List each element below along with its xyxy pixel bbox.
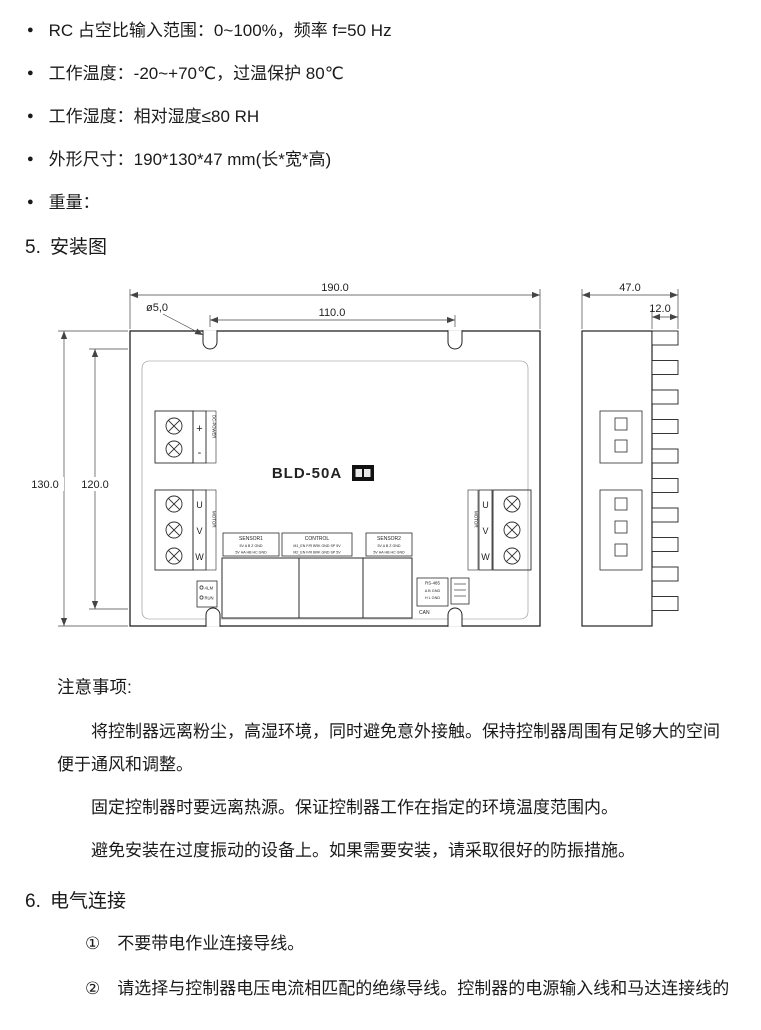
heatsink-fins [651,330,679,611]
rs485-title: RS-485 [425,581,440,586]
alm-label: ALM [205,586,214,591]
electrical-item-1: ① 不要带电作业连接导线。 [85,933,761,954]
section-6-heading: 6. 电气连接 [25,889,761,915]
control-row2: M2_EN F/R BRK GND SP 5V [293,551,341,555]
section-title: 电气连接 [50,891,127,912]
motor-strip-label: MOTOR [212,511,217,528]
spec-list: ● RC 占空比输入范围：0~100%，频率 f=50 Hz ● 工作温度：-2… [0,20,761,213]
dim-label-mask [26,477,64,491]
power-minus-label: - [198,447,202,459]
alm-led [199,585,204,590]
control-title: CONTROL [305,536,330,542]
control-row1: M1_EN F/R BRK GND SP 5V [293,544,341,548]
item-number: ② [85,979,101,998]
sensor2-title: SENSOR2 [377,536,401,542]
dim-fin-depth-label: 12.0 [649,303,670,315]
power-terminal: + - DC-POWER [154,410,217,464]
sensor2-header: SENSOR2 5V A B Z GND 5V HA HB HC GND [365,532,413,557]
motor-strip-label: MOTOR [474,511,479,528]
status-led-block: ALM RUN [196,580,218,608]
front-view: 190.0 110.0 ø5,0 130.0 120.0 [26,282,541,627]
mounting-slot [447,607,463,627]
spec-item: ● 工作湿度：相对湿度≤80 RH [27,106,761,127]
installation-diagram: 190.0 110.0 ø5,0 130.0 120.0 [0,265,761,637]
section-number: 5. [25,237,41,258]
section-title: 安装图 [50,237,108,258]
mounting-hole-dia-label: ø5,0 [146,302,168,314]
spec-item: ● RC 占空比输入范围：0~100%，频率 f=50 Hz [27,20,761,41]
phase-w-label: W [481,552,490,562]
aux-connector [450,577,470,605]
spec-text: 外形尺寸：190*130*47 mm(长*宽*高) [48,150,332,169]
bullet-icon: ● [27,67,34,79]
notes-title: 注意事项: [57,677,132,697]
phase-u-label: U [482,500,489,510]
sensor1-row1: 5V A B Z GND [240,544,263,548]
note-paragraph-1: 将控制器远离粉尘，高湿环境，同时避免意外接触。保持控制器周围有足够大的空间便于通… [57,722,720,774]
section-5-heading: 5. 安装图 [25,235,761,261]
sensor2-row2: 5V HA HB HC GND [373,551,405,555]
bullet-icon: ● [27,24,34,36]
dim-hole-height-label: 120.0 [81,479,109,491]
side-view: 47.0 12.0 [581,282,679,627]
phase-w-label: W [195,552,204,562]
item-text: 不要带电作业连接导线。 [117,934,305,953]
bullet-icon: ● [27,196,34,208]
run-led [199,595,204,600]
phase-v-label: V [196,526,202,536]
spec-text: RC 占空比输入范围：0~100%，频率 f=50 Hz [48,21,392,40]
mounting-plate [129,330,541,627]
spec-item: ● 工作温度：-20~+70℃，过温保护 80℃ [27,63,761,84]
sensor1-row2: 5V HA HB HC GND [235,551,267,555]
bullet-icon: ● [27,110,34,122]
brand-mark-glyph [355,469,362,477]
power-plus-label: + [196,423,202,435]
power-strip-label: DC-POWER [212,415,217,438]
sensor2-row1: 5V A B Z GND [378,544,401,548]
sensor1-header: SENSOR1 5V A B Z GND 5V HA HB HC GND [222,532,280,557]
rs485-block: RS-485 A B GND H L GND CAN [416,577,449,616]
can-label: CAN [419,610,430,616]
dim-hole-span-label: 110.0 [319,307,346,319]
mounting-slot [205,607,221,627]
control-header: CONTROL M1_EN F/R BRK GND SP 5V M2_EN F/… [281,532,353,557]
spec-text: 重量： [48,193,100,212]
motor-terminal-right: MOTOR U V W [467,489,532,571]
spec-item: ● 重量： [27,192,761,213]
item-text: 请选择与控制器电压电流相匹配的绝缘导线。控制器的电源输入线和马达连接线的 [117,979,730,998]
dim-height-label: 130.0 [31,479,59,491]
note-paragraph-3: 避免安装在过度振动的设备上。如果需要安装，请采取很好的防振措施。 [91,841,635,860]
dim-depth-label: 47.0 [619,282,640,294]
rs485-row2: H L GND [425,596,441,600]
dim-width-label: 190.0 [321,282,349,294]
sensor1-title: SENSOR1 [239,536,263,542]
side-body [581,330,653,627]
installation-drawing: 190.0 110.0 ø5,0 130.0 120.0 [26,282,679,627]
rs485-row1: A B GND [425,589,441,593]
dim-label-mask [76,477,114,491]
section-number: 6. [25,891,41,912]
brand-mark [352,465,374,481]
mounting-slot [447,330,463,350]
spec-item: ● 外形尺寸：190*130*47 mm(长*宽*高) [27,149,761,170]
spec-text: 工作湿度：相对湿度≤80 RH [48,107,260,126]
item-number: ① [85,934,101,953]
motor-terminal-left: U V W MOTOR [154,489,217,571]
note-paragraph-2: 固定控制器时要远离热源。保证控制器工作在指定的环境温度范围内。 [91,798,618,817]
connector-body [221,557,413,619]
mounting-slot [202,330,218,350]
phase-u-label: U [196,500,203,510]
run-label: RUN [205,596,214,601]
side-terminal-cutouts [599,410,643,571]
brand-mark-glyph [364,469,371,477]
electrical-item-2: ② 请选择与控制器电压电流相匹配的绝缘导线。控制器的电源输入线和马达连接线的 [85,978,761,999]
bullet-icon: ● [27,153,34,165]
phase-v-label: V [482,526,488,536]
spec-text: 工作温度：-20~+70℃，过温保护 80℃ [48,64,344,83]
model-label: BLD-50A [272,465,342,482]
